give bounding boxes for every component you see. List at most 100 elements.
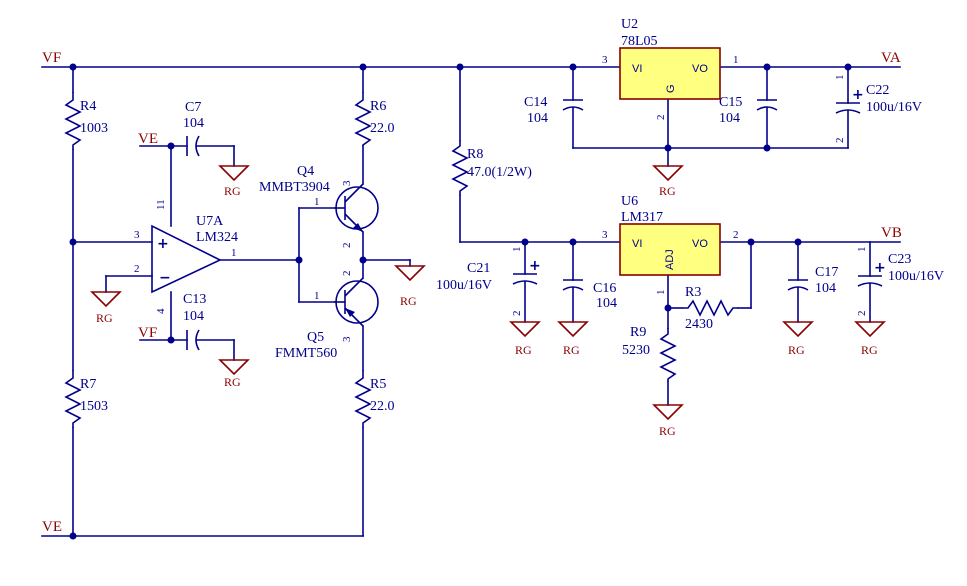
svg-text:VI: VI bbox=[632, 238, 642, 250]
resistor-r9: R9 5230 bbox=[622, 325, 677, 382]
svg-text:1: 1 bbox=[511, 247, 523, 253]
svg-text:U2: U2 bbox=[621, 17, 638, 32]
svg-text:−: − bbox=[159, 270, 171, 286]
svg-text:1503: 1503 bbox=[80, 399, 108, 414]
ground-rg-9: RG bbox=[854, 321, 886, 357]
net-label-vb: VB bbox=[881, 225, 902, 241]
svg-text:+: + bbox=[852, 87, 864, 103]
capacitor-c16: C16 104 bbox=[562, 279, 617, 311]
svg-text:3: 3 bbox=[134, 229, 140, 241]
svg-text:3: 3 bbox=[341, 180, 353, 186]
svg-text:104: 104 bbox=[719, 111, 740, 126]
wires bbox=[41, 66, 901, 537]
svg-text:1003: 1003 bbox=[80, 121, 108, 136]
net-labels: VF VE VA VB VE VF bbox=[42, 50, 902, 535]
ground-rg-8: RG bbox=[782, 321, 814, 357]
net-label-va: VA bbox=[881, 50, 901, 66]
svg-text:100u/16V: 100u/16V bbox=[888, 269, 944, 284]
capacitor-c17: C17 104 bbox=[787, 265, 838, 296]
net-label-ve-opamp: VE bbox=[138, 131, 158, 147]
svg-text:U7A: U7A bbox=[196, 214, 224, 229]
svg-text:RG: RG bbox=[400, 294, 417, 308]
capacitor-c15: C15 104 bbox=[719, 95, 778, 126]
svg-text:100u/16V: 100u/16V bbox=[436, 278, 492, 293]
svg-text:11: 11 bbox=[155, 199, 167, 210]
svg-text:ADJ: ADJ bbox=[664, 249, 676, 270]
svg-text:3: 3 bbox=[341, 336, 353, 342]
resistor-r7: R7 1503 bbox=[64, 370, 108, 428]
junction-dots bbox=[69, 63, 852, 540]
svg-text:RG: RG bbox=[224, 184, 241, 198]
svg-text:C16: C16 bbox=[593, 281, 616, 296]
svg-text:RG: RG bbox=[224, 375, 241, 389]
capacitor-c14: C14 104 bbox=[524, 95, 584, 126]
svg-text:104: 104 bbox=[183, 309, 204, 324]
svg-text:1: 1 bbox=[231, 247, 237, 259]
net-label-ve: VE bbox=[42, 519, 62, 535]
svg-text:R7: R7 bbox=[80, 377, 96, 392]
ground-symbols: RG RG RG RG RG RG RG RG RG RG bbox=[90, 165, 886, 438]
svg-text:2: 2 bbox=[655, 115, 667, 121]
svg-text:2430: 2430 bbox=[685, 317, 713, 332]
svg-text:VO: VO bbox=[692, 63, 708, 75]
transistor-q5: Q5 FMMT560 1 2 3 bbox=[275, 271, 379, 361]
ground-rg-4: RG bbox=[394, 265, 426, 308]
svg-text:R9: R9 bbox=[630, 325, 646, 340]
ground-rg-1: RG bbox=[90, 291, 122, 325]
svg-text:C17: C17 bbox=[815, 265, 838, 280]
svg-text:RG: RG bbox=[659, 424, 676, 438]
ground-rg-10: RG bbox=[652, 404, 684, 438]
svg-text:C22: C22 bbox=[866, 83, 889, 98]
svg-text:RG: RG bbox=[659, 184, 676, 198]
svg-text:C13: C13 bbox=[183, 292, 206, 307]
svg-text:MMBT3904: MMBT3904 bbox=[259, 180, 330, 195]
svg-text:RG: RG bbox=[861, 343, 878, 357]
svg-text:R4: R4 bbox=[80, 99, 96, 114]
svg-text:2: 2 bbox=[341, 243, 353, 249]
svg-text:2: 2 bbox=[733, 229, 739, 241]
regulator-u2: VI VO G U2 78L05 3 1 2 bbox=[602, 17, 739, 120]
svg-text:RG: RG bbox=[563, 343, 580, 357]
ground-rg-6: RG bbox=[509, 321, 541, 357]
regulator-u6: VI VO ADJ U6 LM317 3 2 1 bbox=[602, 194, 739, 295]
svg-text:4: 4 bbox=[155, 308, 167, 314]
svg-text:2: 2 bbox=[511, 311, 523, 317]
svg-text:R6: R6 bbox=[370, 99, 386, 114]
net-label-vf: VF bbox=[42, 50, 61, 66]
svg-text:LM324: LM324 bbox=[196, 230, 238, 245]
svg-text:LM317: LM317 bbox=[621, 210, 663, 225]
svg-text:C7: C7 bbox=[185, 100, 201, 115]
resistor-r3: R3 2430 bbox=[682, 285, 738, 332]
svg-text:G: G bbox=[665, 84, 677, 93]
svg-text:+: + bbox=[874, 260, 886, 276]
svg-text:1: 1 bbox=[733, 54, 739, 66]
svg-text:104: 104 bbox=[596, 296, 617, 311]
capacitor-c7: C7 104 bbox=[183, 100, 204, 157]
svg-text:C23: C23 bbox=[888, 252, 911, 267]
svg-text:1: 1 bbox=[314, 290, 320, 302]
svg-text:VO: VO bbox=[692, 238, 708, 250]
svg-text:5230: 5230 bbox=[622, 343, 650, 358]
capacitor-c21: + C21 100u/16V bbox=[436, 258, 541, 293]
svg-text:RG: RG bbox=[96, 311, 113, 325]
resistor-r4: R4 1003 bbox=[64, 92, 108, 150]
svg-text:3: 3 bbox=[602, 54, 608, 66]
svg-text:C21: C21 bbox=[467, 261, 490, 276]
resistor-r6: R6 22.0 bbox=[354, 92, 395, 146]
transistor-q4: Q4 MMBT3904 1 3 2 bbox=[259, 164, 379, 249]
resistor-r8: R8 47.0(1/2W) bbox=[451, 140, 532, 196]
svg-text:2: 2 bbox=[856, 311, 868, 317]
svg-text:U6: U6 bbox=[621, 194, 638, 209]
opamp-u7a: + − U7A LM324 3 2 1 11 4 bbox=[134, 199, 238, 314]
svg-text:2: 2 bbox=[834, 138, 846, 144]
resistor-r5: R5 22.0 bbox=[354, 370, 395, 428]
svg-text:47.0(1/2W): 47.0(1/2W) bbox=[467, 165, 532, 180]
svg-text:1: 1 bbox=[856, 247, 868, 253]
svg-text:104: 104 bbox=[183, 116, 204, 131]
svg-text:+: + bbox=[157, 236, 169, 252]
capacitor-c22: + C22 100u/16V bbox=[835, 83, 922, 115]
svg-text:C14: C14 bbox=[524, 95, 547, 110]
ground-rg-7: RG bbox=[557, 321, 589, 357]
svg-text:2: 2 bbox=[341, 271, 353, 277]
